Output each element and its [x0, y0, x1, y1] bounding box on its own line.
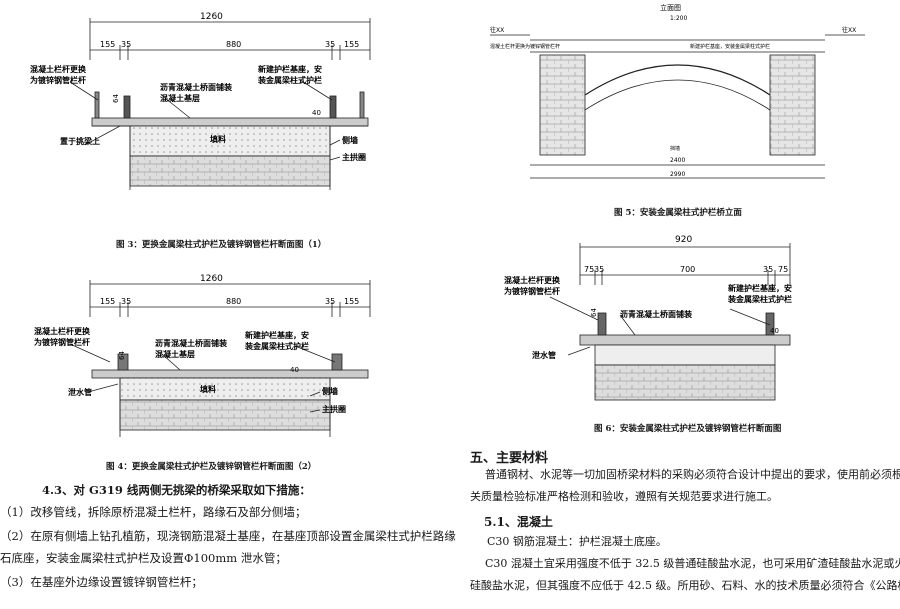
fig3-label-asphalt: 沥青混凝土桥面铺装	[160, 82, 232, 92]
fig4-label-base: 混凝土基层	[155, 349, 195, 359]
figure-6-cross-section: 920 75 35 700 35 75 混凝土栏杆更换 为镀锌钢管栏杆 沥青混凝…	[504, 235, 792, 401]
fig4-dim-2: 880	[226, 297, 241, 306]
left-item-2: （2）在原有侧墙上钻孔植筋，现浇钢筋混凝土基座，在基座顶部设置金属梁柱式护栏路缘	[0, 529, 456, 543]
right-para1-line2: 关质量检验标准严格检测和验收，遵照有关规范要求进行施工。	[470, 490, 778, 503]
fig3-label-new-2: 装金属梁柱式护栏	[257, 75, 322, 85]
fig4-label-drain: 泄水管	[68, 387, 92, 397]
left-item-3: 石底座，安装金属梁柱式护栏及设置Φ100mm 泄水管；	[0, 551, 287, 565]
fig4-label-replace-2: 为镀锌钢管栏杆	[34, 337, 90, 347]
fig3-dim-total: 1260	[200, 12, 223, 22]
fig5-scale: 1:200	[670, 15, 687, 22]
fig3-caption: 图 3：更换金属梁柱式护栏及镀锌钢管栏杆断面图（1）	[116, 240, 327, 250]
right-para2-line2: 硅酸盐水泥，但其强度不应低于 42.5 级。所用砂、石料、水的技术质量必须符合《…	[470, 579, 900, 592]
fig6-dim-0: 75	[584, 265, 594, 274]
fig6-dim-4: 75	[778, 265, 788, 274]
right-section-title: 五、主要材料	[470, 451, 549, 466]
fig6-label-drain: 泄水管	[532, 350, 556, 360]
figure-3-cross-section: 1260 155 35 880 35 155 混凝土栏杆更换 为镀锌钢管栏杆 沥…	[30, 12, 371, 190]
fig3-label-cantilever: 置于挑梁上	[60, 136, 100, 146]
fig6-dim-1: 35	[594, 265, 604, 274]
fig6-label-new-1: 新建护栏基座，安	[728, 283, 792, 293]
fig3-label-replace-2: 为镀锌钢管栏杆	[30, 75, 86, 85]
fig3-dim-0: 155	[100, 40, 115, 49]
fig4-label-replace-1: 混凝土栏杆更换	[34, 326, 91, 336]
fig4-dim-4: 155	[344, 297, 359, 306]
left-heading: 4.3、对 G319 线两侧无挑梁的桥梁采取如下措施：	[42, 483, 311, 497]
fig3-label-replace-1: 混凝土栏杆更换	[30, 64, 87, 74]
fig3-label-new-1: 新建护栏基座，安	[258, 64, 322, 74]
fig4-dim-3: 35	[325, 297, 335, 306]
figure-5-elevation: 立面图 1:200 往XX 往XX 混凝土栏杆更换为镀锌钢管栏杆 新建护栏基座，…	[490, 3, 865, 179]
fig6-dim-2: 700	[680, 265, 695, 274]
right-sub-title: 5.1、混凝土	[484, 515, 553, 529]
fig6-d64: 64	[590, 308, 598, 317]
fig4-label-new-1: 新建护栏基座，安	[245, 330, 309, 340]
fig3-dim-2: 880	[226, 40, 241, 49]
fig5-total-len: 2990	[670, 171, 685, 178]
fig4-d40: 40	[290, 366, 299, 374]
fig3-label-side-wall: 侧墙	[342, 135, 358, 145]
fig3-label-base: 混凝土基层	[160, 93, 200, 103]
figure-4-cross-section: 1260 155 35 880 35 155 混凝土栏杆更换 为镀锌钢管栏杆 沥…	[34, 274, 371, 437]
fig3-label-main-arch: 主拱圈	[342, 152, 366, 162]
fig5-caption: 图 5：安装金属梁柱式护栏桥立面	[614, 208, 742, 218]
fig5-span: 2400	[670, 157, 685, 164]
fig6-label-new-2: 装金属梁柱式护栏	[727, 294, 792, 304]
right-line1: C30 钢筋混凝土：护栏混凝土底座。	[487, 535, 667, 548]
fig4-label-main-arch: 主拱圈	[322, 404, 346, 414]
fig6-label-asphalt: 沥青混凝土桥面铺装	[620, 309, 692, 319]
fig3-dim-4: 155	[344, 40, 359, 49]
right-para1-line1: 普通钢材、水泥等一切加固桥梁材料的采购必须符合设计中提出的要求，使用前必须根据有	[485, 468, 900, 481]
fig5-new: 新建护栏基座，安装金属梁柱式护栏	[690, 43, 770, 50]
fig3-label-fill: 填料	[210, 134, 226, 144]
fig4-label-new-2: 装金属梁柱式护栏	[244, 341, 309, 351]
fig5-left-to: 往XX	[490, 26, 504, 34]
right-para2-line1: C30 混凝土宜采用强度不低于 32.5 级普通硅酸盐水泥，也可采用矿渣硅酸盐水…	[485, 557, 900, 570]
fig3-d40: 40	[312, 109, 321, 117]
fig4-dim-total: 1260	[200, 274, 223, 284]
fig4-d64: 64	[118, 351, 126, 360]
fig3-d64: 64	[112, 94, 120, 103]
fig5-title: 立面图	[660, 3, 681, 12]
fig6-d40: 40	[770, 327, 779, 335]
fig6-caption: 图 6：安装金属梁柱式护栏及镀锌钢管栏杆断面图	[594, 424, 782, 434]
fig4-caption: 图 4：更换金属梁柱式护栏及镀锌钢管栏杆断面图（2）	[106, 462, 317, 472]
fig6-label-replace-2: 为镀锌钢管栏杆	[504, 286, 560, 296]
left-item-4: （3）在基座外边缘设置镀锌钢管栏杆；	[0, 575, 203, 589]
fig6-dim-3: 35	[763, 265, 773, 274]
fig5-right-to: 往XX	[842, 26, 856, 34]
fig3-dim-1: 35	[121, 40, 131, 49]
fig4-dim-0: 155	[100, 297, 115, 306]
fig4-dim-1: 35	[121, 297, 131, 306]
fig5-arch: 挡墙	[670, 145, 680, 152]
fig4-label-asphalt: 沥青混凝土桥面铺装	[155, 338, 227, 348]
fig4-label-side-wall: 侧墙	[322, 386, 338, 396]
left-item-1: （1）改移管线，拆除原桥混凝土栏杆，路缘石及部分侧墙；	[0, 505, 307, 519]
fig5-replace: 混凝土栏杆更换为镀锌钢管栏杆	[490, 43, 560, 50]
fig3-dim-3: 35	[325, 40, 335, 49]
fig6-dim-total: 920	[675, 235, 692, 245]
fig4-label-fill: 填料	[200, 384, 216, 394]
fig6-label-replace-1: 混凝土栏杆更换	[504, 275, 561, 285]
